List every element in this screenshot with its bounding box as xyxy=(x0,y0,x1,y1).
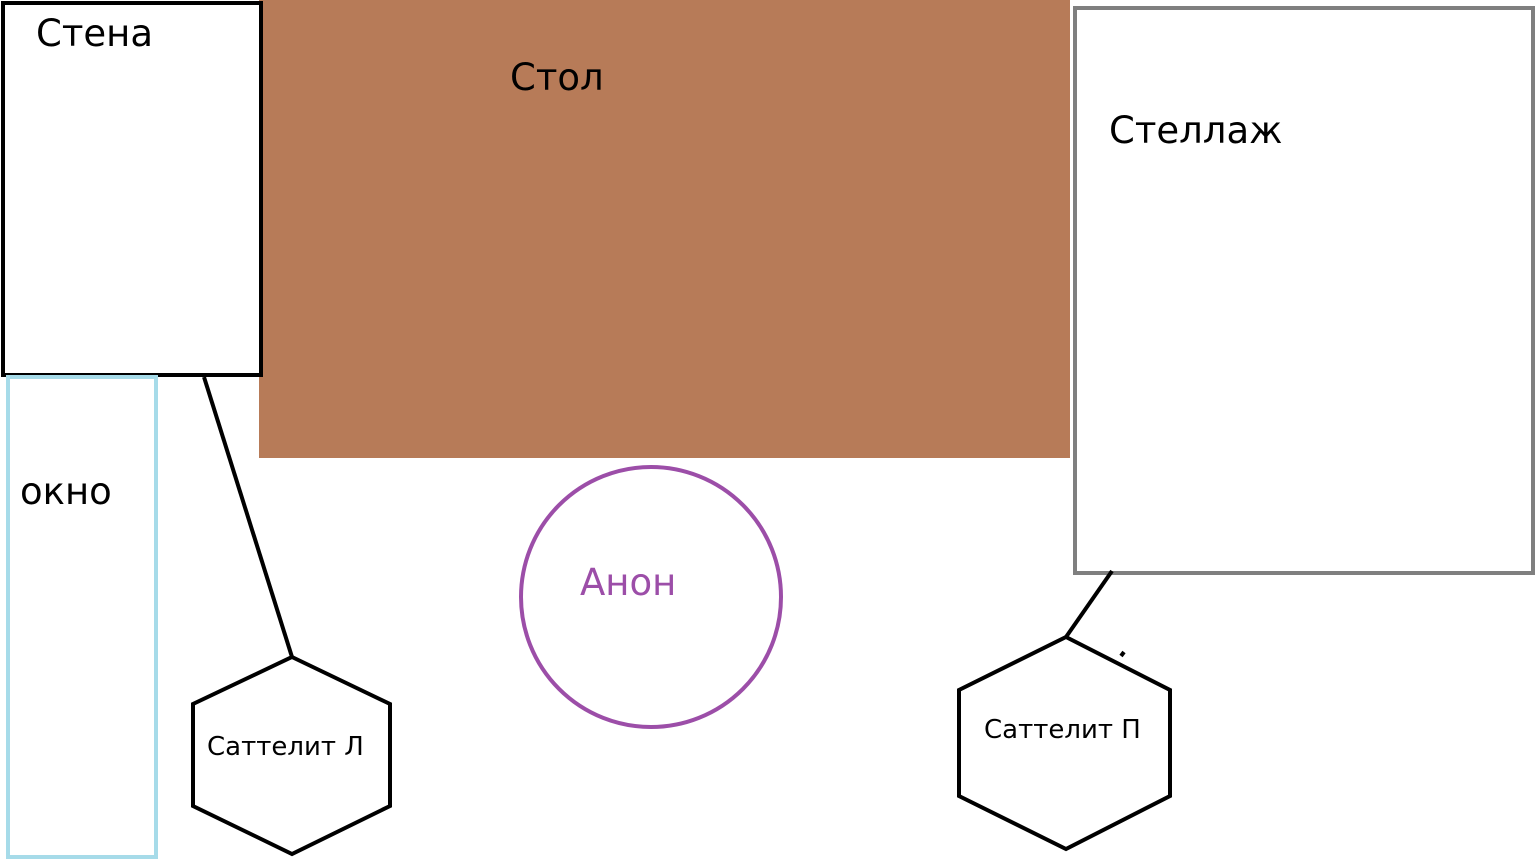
satellite-right-label: Саттелит П xyxy=(984,715,1141,745)
satellite-left-hexagon xyxy=(191,654,392,857)
satellite-right-hexagon xyxy=(957,634,1172,852)
shelf-rect xyxy=(1073,6,1535,575)
stray-mark xyxy=(1119,650,1126,658)
connector-right xyxy=(1064,569,1114,639)
anon-label: Анон xyxy=(580,561,677,604)
connector-left xyxy=(202,376,294,658)
anon-circle xyxy=(519,465,783,729)
window-label: окно xyxy=(20,470,112,513)
satellite-left-label: Саттелит Л xyxy=(207,732,364,762)
table-label: Стол xyxy=(510,56,604,99)
table-rect xyxy=(259,0,1070,458)
window-rect xyxy=(6,375,158,859)
wall-label: Стена xyxy=(36,12,154,55)
shelf-label: Стеллаж xyxy=(1109,109,1283,152)
wall-rect xyxy=(1,1,263,377)
